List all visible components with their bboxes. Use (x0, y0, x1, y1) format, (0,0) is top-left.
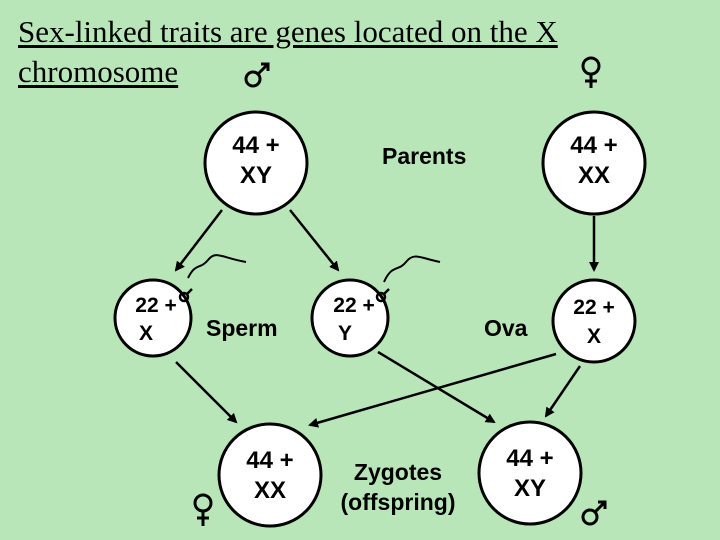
arrow-father-to-sperm-x (174, 209, 223, 272)
title-line-2: chromosome (18, 54, 179, 89)
arrow-ovum-to-female-zygote (308, 352, 557, 428)
ovum-line-1: 22 + (573, 296, 614, 319)
father-cell (203, 110, 309, 216)
female-symbol-icon (193, 493, 213, 526)
mother-cell-line-1: 44 + (570, 132, 617, 159)
arrow-sperm-y-to-male-zygote (377, 350, 496, 424)
zygotes-label-line-1: Zygotes (354, 459, 442, 485)
mother-cell (541, 110, 647, 216)
male-symbol-icon (375, 288, 390, 303)
male-zygote-line-1: 44 + (506, 445, 553, 472)
sperm-x-line-2: X (139, 322, 153, 345)
arrow-sperm-x-to-female-zygote (175, 361, 238, 424)
zygotes-label-line-2: (offspring) (341, 489, 456, 515)
female-zygote-line-2: XX (254, 477, 286, 504)
parents-label: Parents (382, 143, 466, 169)
male-symbol-icon (178, 288, 193, 303)
sperm-tail-y (383, 255, 441, 283)
ova-label: Ova (484, 315, 528, 341)
sperm-label: Sperm (206, 315, 278, 341)
male-symbol-icon (581, 500, 607, 526)
sperm-tail-x (187, 254, 247, 279)
sperm-y-line-1: 22 + (333, 294, 374, 317)
ovum-line-2: X (587, 325, 601, 348)
female-zygote-cell (217, 422, 323, 528)
mother-cell-line-2: XX (578, 162, 610, 189)
arrows (174, 209, 599, 428)
title-line-1: Sex-linked traits are genes located on t… (18, 14, 558, 49)
male-symbol-icon (244, 62, 270, 88)
sperm-y-line-2: Y (338, 322, 352, 345)
father-cell-line-1: 44 + (232, 132, 279, 159)
arrow-ovum-to-male-zygote (544, 365, 582, 418)
arrow-father-to-sperm-y (289, 209, 340, 272)
sperm-x-cell (113, 278, 193, 358)
sperm-x-line-1: 22 + (135, 294, 176, 317)
male-zygote-line-2: XY (514, 475, 546, 502)
female-symbol-icon (581, 56, 601, 88)
ovum-cell (551, 278, 637, 364)
female-zygote-line-1: 44 + (246, 447, 293, 474)
slide-title: Sex-linked traits are genes located on t… (18, 12, 708, 92)
sperm-y-cell (310, 278, 390, 358)
father-cell-line-2: XY (240, 162, 272, 189)
male-zygote-cell (477, 420, 583, 526)
